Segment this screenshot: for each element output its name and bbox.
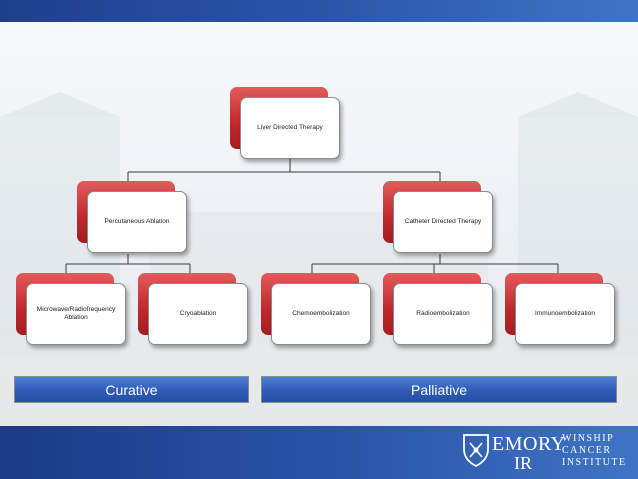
winship-line-2: CANCER (562, 445, 612, 456)
emory-ir-logo: EMORY IR (462, 433, 565, 473)
node-label: Immunoembolization (515, 283, 615, 345)
bottom-banner (0, 426, 638, 479)
category-curative: Curative (14, 376, 249, 403)
node-label: Chemoembolization (271, 283, 371, 345)
ir-wordmark: IR (514, 453, 532, 473)
winship-line-3: INSTITUTE (562, 457, 627, 468)
node-label: Liver Directed Therapy (240, 97, 340, 159)
node-label: Microwave/Radiofrequency Ablation (26, 283, 126, 345)
node-label: Cryoablation (148, 283, 248, 345)
top-banner (0, 0, 638, 22)
winship-line-1: WINSHIP (562, 433, 615, 444)
node-label: Catheter Directed Therapy (393, 191, 493, 253)
emory-wordmark: EMORY (492, 433, 566, 455)
emory-shield-icon (463, 434, 489, 467)
node-label: Percutaneous Ablation (87, 191, 187, 253)
winship-logo: WINSHIP CANCER INSTITUTE (562, 433, 632, 473)
node-label: Radioembolization (393, 283, 493, 345)
category-palliative: Palliative (261, 376, 617, 403)
